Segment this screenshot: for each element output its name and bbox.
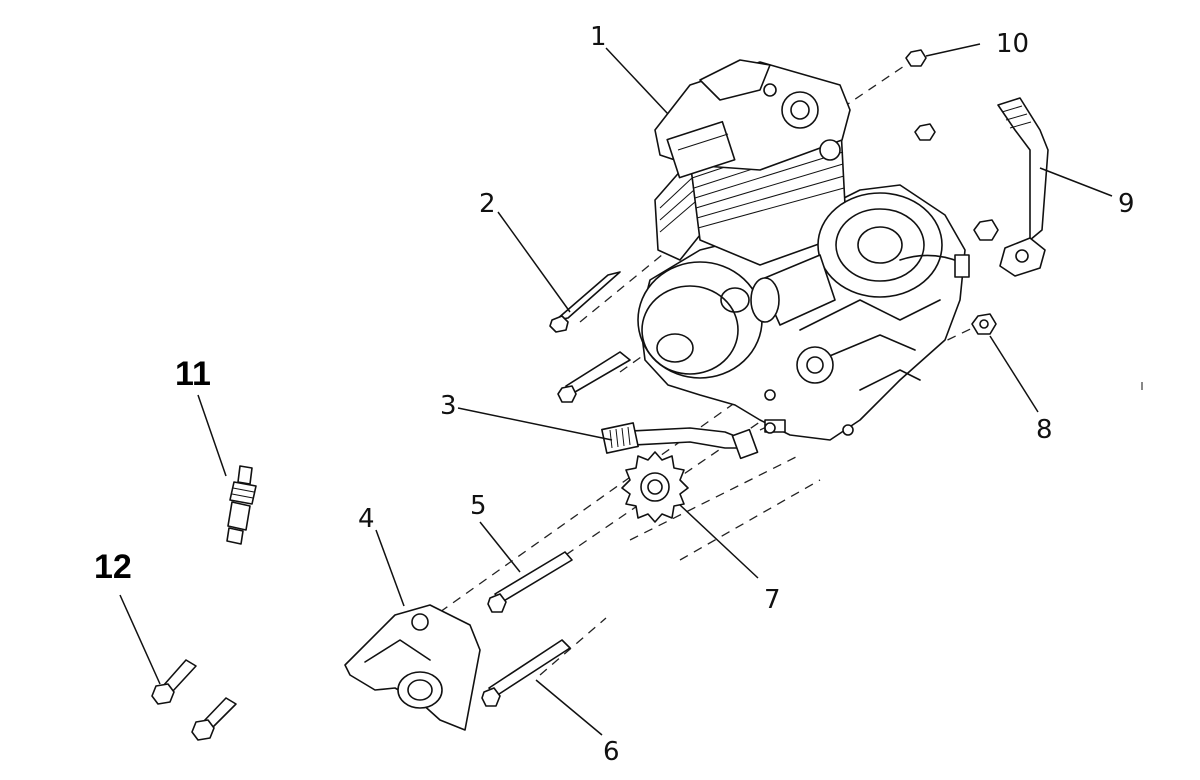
callout-5: 5 [470,491,487,521]
callout-11: 11 [175,355,211,393]
callout-4: 4 [358,504,375,534]
bolt-part-12b [191,697,237,741]
callout-9: 9 [1118,189,1135,219]
bolt-part-2b [557,351,631,403]
nut-part-10 [905,49,927,67]
nut-part-8 [971,313,997,335]
callout-6: 6 [603,737,620,767]
spark-plug [226,465,257,545]
callout-7: 7 [764,585,781,615]
callout-8: 8 [1036,415,1053,445]
kick-start-lever [997,97,1049,277]
callout-12: 12 [94,548,132,586]
leader-lines [119,43,1113,736]
nut-part-10c [973,219,999,241]
callout-labels: 1 2 3 4 5 6 7 8 9 10 11 12 [94,22,1135,767]
engine-assembly [637,59,970,441]
callout-2: 2 [479,189,496,219]
callout-1: 1 [590,22,607,52]
sprocket-cover [344,604,481,731]
long-bolt-part-6 [481,639,571,707]
gear-shift-lever [601,422,776,460]
callout-10: 10 [996,29,1029,59]
front-sprocket [621,451,689,523]
nut-part-10b [914,123,936,141]
bolt-part-12 [151,659,197,705]
bolt-part-2 [549,271,621,333]
long-bolt-part-5 [487,551,573,613]
callout-3: 3 [440,391,457,421]
